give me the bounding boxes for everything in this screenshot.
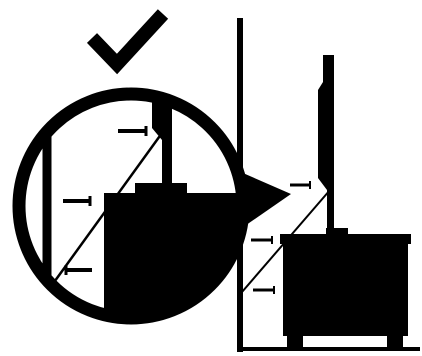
detail-wall-screw [63,196,92,206]
wall-screw [253,286,275,294]
tall-panel [318,55,334,228]
checkmark-icon [86,9,169,75]
wall-screw [290,181,311,189]
wall-screw [251,236,273,244]
detail-tall-panel [152,96,172,186]
detail-wall-screw [64,265,92,275]
lens-pointer-arrow [236,170,291,232]
cabinet [280,228,411,349]
main-scene [237,18,420,352]
magnified-detail [12,87,291,325]
detail-cabinet [104,183,243,318]
detail-wall-screw [118,126,148,136]
